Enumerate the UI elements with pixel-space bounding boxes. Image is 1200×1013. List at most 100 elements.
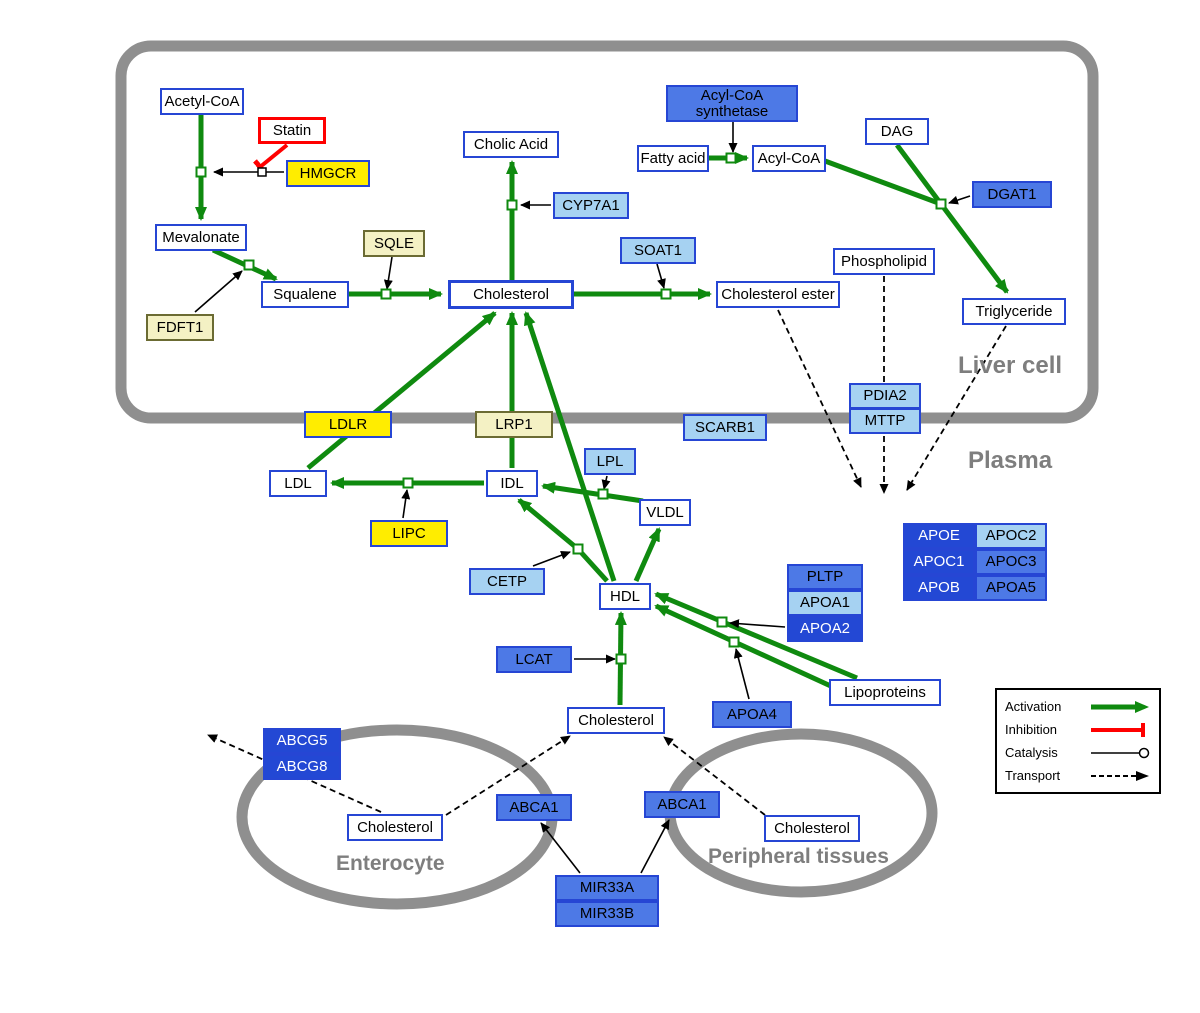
reaction-node — [597, 488, 609, 500]
legend-glyph-activation-icon — [1089, 699, 1151, 715]
node-cholesterol-peripheral[interactable]: Cholesterol — [764, 815, 860, 842]
node-fatty-acid[interactable]: Fatty acid — [637, 145, 709, 172]
node-squalene[interactable]: Squalene — [261, 281, 349, 308]
node-scarb1[interactable]: SCARB1 — [683, 414, 767, 441]
node-abca1-enterocyte[interactable]: ABCA1 — [496, 794, 572, 821]
liver-cell-label: Liver cell — [958, 352, 1063, 379]
node-hdl[interactable]: HDL — [599, 583, 651, 610]
node-cholesterol-liver[interactable]: Cholesterol — [448, 280, 574, 309]
node-ldlr[interactable]: LDLR — [304, 411, 392, 438]
node-mevalonate[interactable]: Mevalonate — [155, 224, 247, 251]
node-cyp7a1[interactable]: CYP7A1 — [553, 192, 629, 219]
edge-mir33-abca1-enterocyte — [540, 822, 581, 874]
reaction-node — [935, 198, 947, 210]
edge-statin-hmgcr — [253, 143, 289, 175]
reaction-node — [380, 288, 392, 300]
edge-sqle — [383, 256, 393, 290]
node-dgat1[interactable]: DGAT1 — [972, 181, 1052, 208]
node-acyl-coa[interactable]: Acyl-CoA — [752, 145, 826, 172]
legend-item-activation: Activation — [1005, 695, 1151, 718]
reaction-node — [243, 259, 255, 271]
catalysis-glyph — [257, 167, 267, 177]
reaction-node — [725, 152, 737, 164]
node-lcat[interactable]: LCAT — [496, 646, 572, 673]
node-fdft1[interactable]: FDFT1 — [146, 314, 214, 341]
edge-cholesterolester-plasma — [777, 309, 862, 488]
legend-glyph-inhibition-icon — [1089, 722, 1151, 738]
node-abca1-peripheral[interactable]: ABCA1 — [644, 791, 720, 818]
node-dag[interactable]: DAG — [865, 118, 929, 145]
edge-dgat1 — [948, 195, 971, 205]
edge-vldl-idl — [541, 481, 644, 504]
edge-hdl-vldl — [633, 527, 662, 583]
node-pdia2[interactable]: PDIA2 — [849, 383, 921, 409]
reaction-node — [615, 653, 627, 665]
edge-soat1 — [656, 263, 666, 289]
peripheral-tissues-label: Peripheral tissues — [708, 845, 889, 868]
reaction-node — [660, 288, 672, 300]
node-idl[interactable]: IDL — [486, 470, 538, 497]
node-soat1[interactable]: SOAT1 — [620, 237, 696, 264]
node-statin[interactable]: Statin — [258, 117, 326, 144]
node-apoa5[interactable]: APOA5 — [975, 575, 1047, 601]
node-lipoproteins[interactable]: Lipoproteins — [829, 679, 941, 706]
reaction-node — [506, 199, 518, 211]
legend-item-catalysis: Catalysis — [1005, 741, 1151, 764]
node-cholesterol-plasma[interactable]: Cholesterol — [567, 707, 665, 734]
node-hmgcr[interactable]: HMGCR — [286, 160, 370, 187]
edge-apoa4 — [733, 648, 750, 700]
node-apoe[interactable]: APOE — [903, 523, 975, 549]
node-mir33b[interactable]: MIR33B — [555, 901, 659, 927]
node-cholic-acid[interactable]: Cholic Acid — [463, 131, 559, 158]
edge-peripheral-cholesterol-plasma — [663, 736, 766, 816]
legend-label-catalysis: Catalysis — [1005, 745, 1058, 760]
edge-fdft1 — [194, 270, 243, 313]
node-apoc2[interactable]: APOC2 — [975, 523, 1047, 549]
edge-lipc — [401, 489, 411, 519]
node-lpl[interactable]: LPL — [584, 448, 636, 475]
node-apoa2[interactable]: APOA2 — [787, 616, 863, 642]
node-mttp[interactable]: MTTP — [849, 408, 921, 434]
legend-glyph-transport-icon — [1089, 768, 1151, 784]
edge-triglyceride-plasma — [906, 325, 1007, 491]
node-vldl[interactable]: VLDL — [639, 499, 691, 526]
legend-label-activation: Activation — [1005, 699, 1062, 714]
edge-lipoproteins-hdl-lower — [654, 603, 848, 696]
node-cholesterol-ester[interactable]: Cholesterol ester — [716, 281, 840, 308]
node-apoc1[interactable]: APOC1 — [903, 549, 975, 575]
node-apoa1[interactable]: APOA1 — [787, 590, 863, 616]
node-phospholipid[interactable]: Phospholipid — [833, 248, 935, 275]
node-ldl[interactable]: LDL — [269, 470, 327, 497]
plasma-label: Plasma — [968, 447, 1053, 474]
node-acetyl-coa[interactable]: Acetyl-CoA — [160, 88, 244, 115]
node-apoa4[interactable]: APOA4 — [712, 701, 792, 728]
edge-pltp-apoa — [729, 619, 786, 629]
node-abcg8[interactable]: ABCG8 — [263, 754, 341, 780]
legend-item-inhibition: Inhibition — [1005, 718, 1151, 741]
reaction-node — [728, 636, 740, 648]
legend-label-inhibition: Inhibition — [1005, 722, 1058, 737]
node-mir33a[interactable]: MIR33A — [555, 875, 659, 901]
node-acyl-coa-synthetase[interactable]: Acyl-CoA synthetase — [666, 85, 798, 122]
node-pltp[interactable]: PLTP — [787, 564, 863, 590]
reaction-node — [402, 477, 414, 489]
node-cetp[interactable]: CETP — [469, 568, 545, 595]
reaction-node — [572, 543, 584, 555]
node-triglyceride[interactable]: Triglyceride — [962, 298, 1066, 325]
node-sqle[interactable]: SQLE — [363, 230, 425, 257]
edge-lipoproteins-hdl-upper — [654, 591, 858, 681]
node-lrp1[interactable]: LRP1 — [475, 411, 553, 438]
edge-mir33-abca1-peripheral — [640, 819, 670, 874]
node-abcg5[interactable]: ABCG5 — [263, 728, 341, 754]
node-lipc[interactable]: LIPC — [370, 520, 448, 547]
legend-label-transport: Transport — [1005, 768, 1061, 783]
node-cholesterol-enterocyte[interactable]: Cholesterol — [347, 814, 443, 841]
edge-ldl-cholesterol — [306, 311, 497, 470]
node-apoc3[interactable]: APOC3 — [975, 549, 1047, 575]
node-apob[interactable]: APOB — [903, 575, 975, 601]
legend-glyph-catalysis-icon — [1089, 745, 1151, 761]
